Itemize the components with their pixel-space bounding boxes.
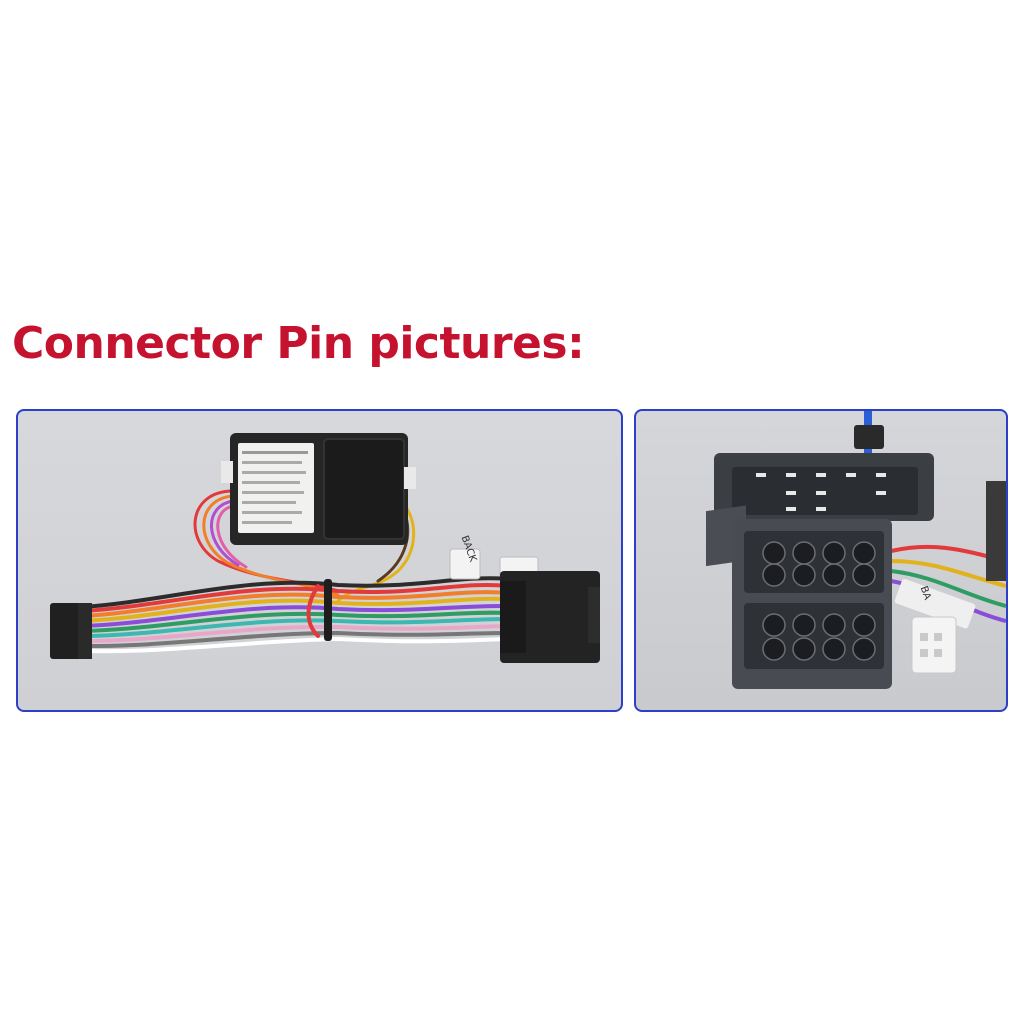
connector-photo: BA xyxy=(634,409,1008,712)
box-sticker-lines xyxy=(242,451,308,524)
section-heading: Connector Pin pictures: xyxy=(12,318,585,369)
connector-illustration xyxy=(706,411,1006,689)
harness-photo: BACK xyxy=(16,409,623,712)
harness-illustration xyxy=(50,433,600,663)
